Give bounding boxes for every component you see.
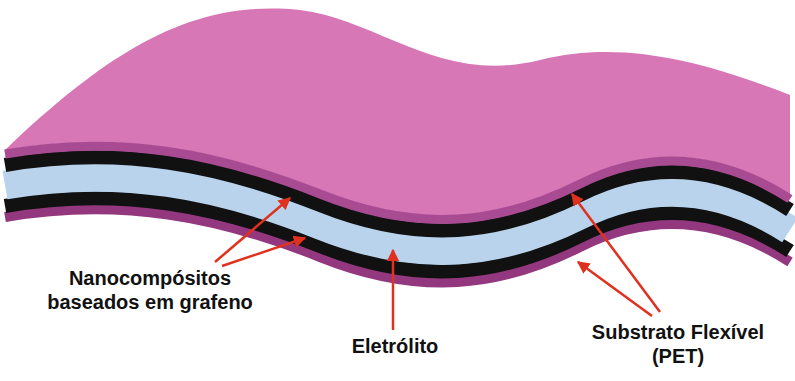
leader-arrow	[222, 238, 305, 266]
layer-label: Substrato Flexível (PET)	[568, 320, 788, 368]
leader-arrow	[215, 198, 290, 262]
leader-arrow	[578, 262, 652, 316]
layer-label: Nanocompósitos baseados em grafeno	[30, 266, 270, 314]
top-substrate-edge	[5, 146, 790, 219]
leader-arrow	[392, 250, 395, 330]
layer-label: Eletrólito	[320, 334, 470, 358]
leader-arrow	[572, 194, 660, 312]
